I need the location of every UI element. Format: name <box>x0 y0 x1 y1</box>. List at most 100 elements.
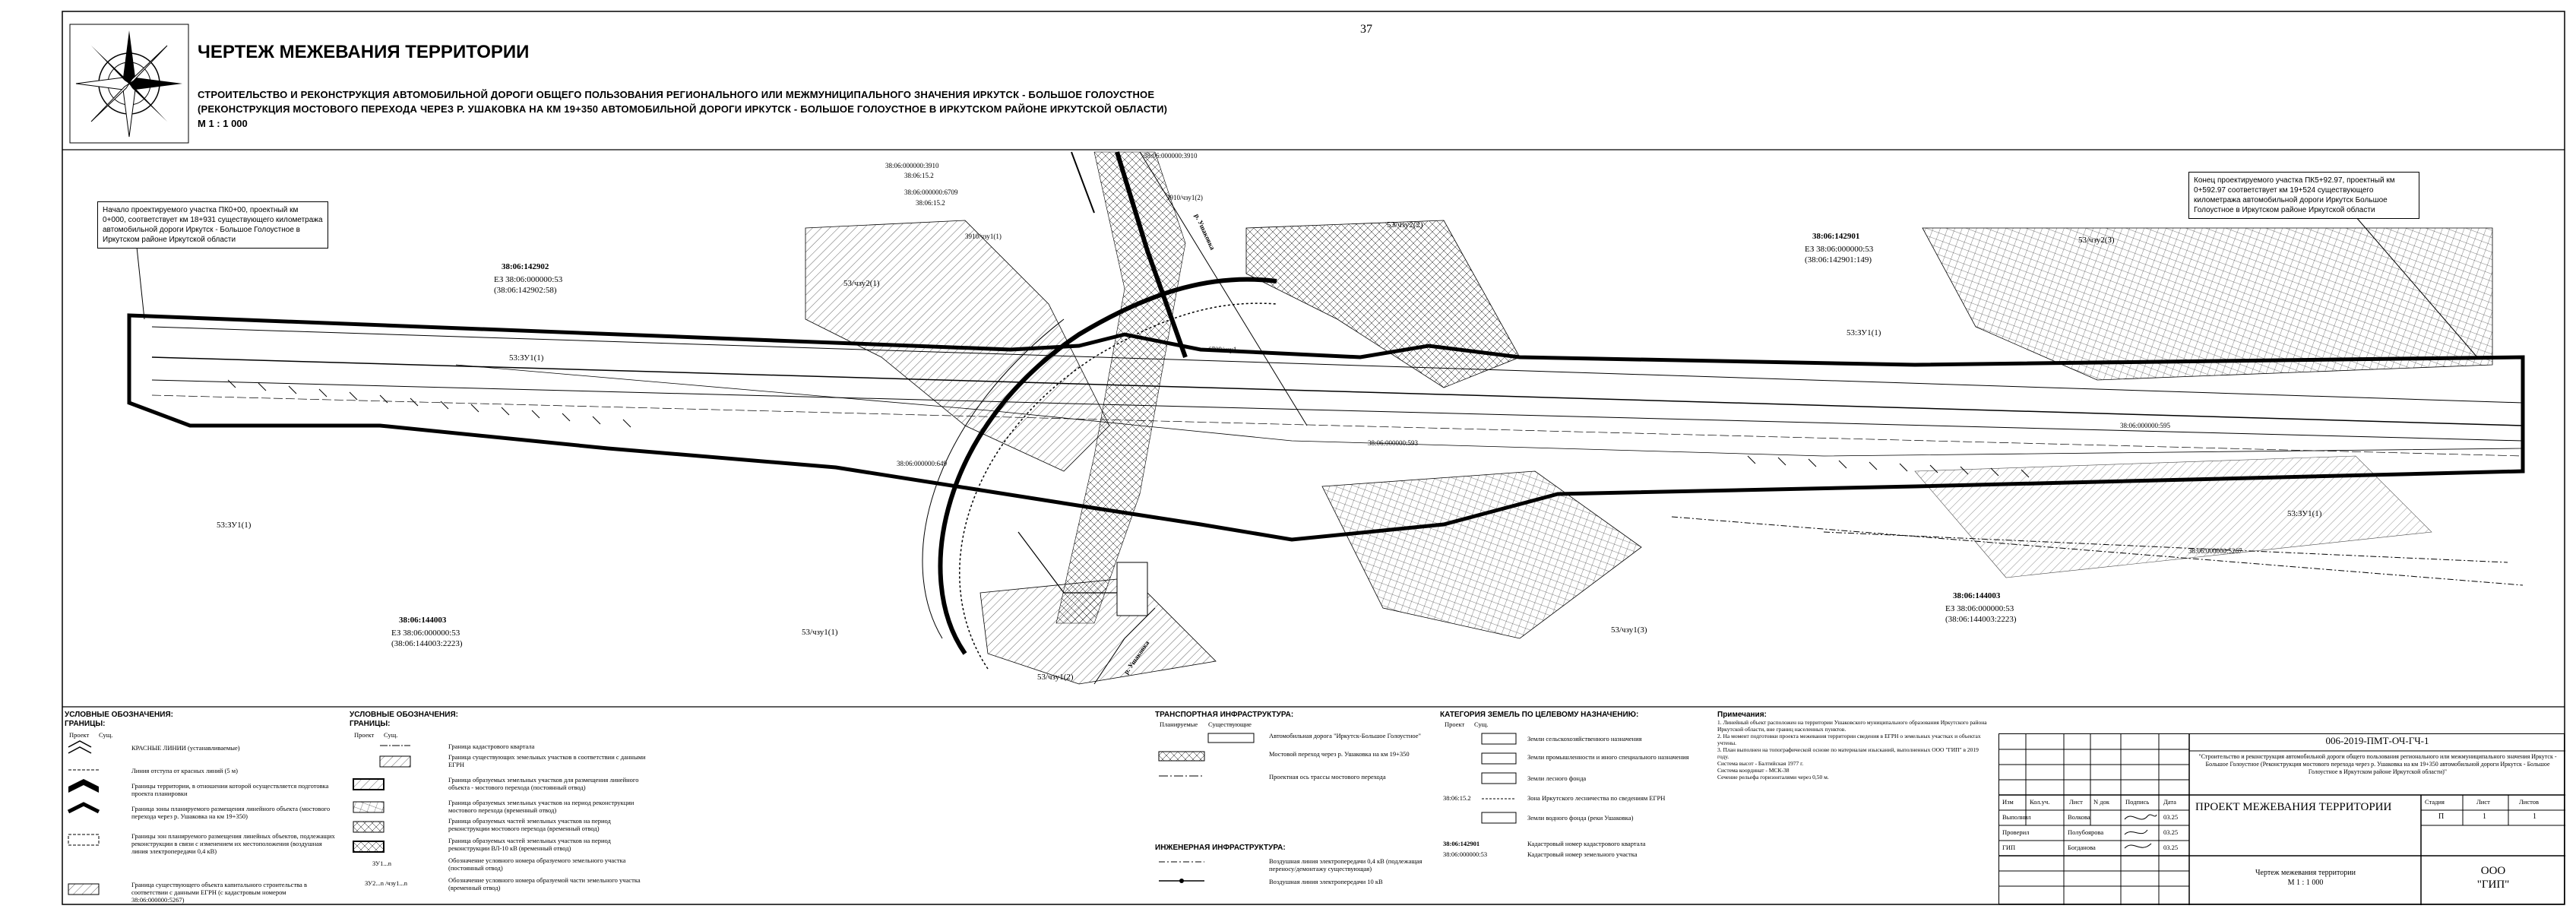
legend4-item-0: Земли сельскохозяйственного назначения <box>1527 735 1642 743</box>
legend3-col2: Существующие <box>1208 720 1252 728</box>
legend2-item-3: Граница образуемых земельных участков на… <box>448 799 635 814</box>
stamp-r1-date: 03.25 <box>2163 813 2179 821</box>
top-label-5: 3910/чзу1(1) <box>965 233 1002 240</box>
legend-infrastructure: ТРАНСПОРТНАЯ ИНФРАСТРУКТУРА: Планируемые… <box>1155 711 1436 902</box>
zu-label-left: 53:ЗУ1(1) <box>509 353 544 363</box>
legend4-code-b: 38:06:000000:53 <box>1443 850 1488 858</box>
stamp-org-2: "ГИП" <box>2476 879 2510 891</box>
legend2-item-1: Граница существующих земельных участков … <box>448 753 646 768</box>
top-label-3: 38:06:000000:6709 <box>904 188 958 196</box>
legend2-title: УСЛОВНЫЕ ОБОЗНАЧЕНИЯ: <box>350 711 458 719</box>
legend3-item-1: Мостовой переход через р. Ушаковка на км… <box>1269 750 1410 758</box>
legend2-swatches <box>353 745 411 853</box>
legend1-item-0: КРАСНЫЕ ЛИНИИ (устанавливаемые) <box>131 744 240 752</box>
stamp-listov: 1 <box>2533 812 2536 821</box>
legend-land-category: КАТЕГОРИЯ ЗЕМЕЛЬ ПО ЦЕЛЕВОМУ НАЗНАЧЕНИЮ:… <box>1440 711 1714 902</box>
quarter-ez2-3: (38:06:144003:2223) <box>391 639 463 648</box>
legend2-code-2: ЗУ2...n /чзу1...n <box>365 879 408 887</box>
north-arrow-icon <box>69 24 189 144</box>
stamp-r1-name: Волкова <box>2068 813 2090 821</box>
zu-label-right: 53:ЗУ1(1) <box>1847 328 1881 337</box>
quarter-ez2-4: (38:06:144003:2223) <box>1945 615 2017 624</box>
stamp-r1-role: Выполнил <box>2002 813 2031 821</box>
stamp-r2-date: 03.25 <box>2163 828 2179 836</box>
legend2-sub: ГРАНИЦЫ: <box>350 720 391 728</box>
chzu-label-d: 53/чзу1(1) <box>802 628 838 637</box>
legend3-item-0: Автомобильная дорога "Иркутск-Большое Го… <box>1269 732 1422 739</box>
legend2-item-2: Граница образуемых земельных участков дл… <box>448 776 639 791</box>
note-1: 2. На момент подготовки проекта межевани… <box>1717 733 1981 746</box>
quarter-label-3: 38:06:144003 <box>399 616 447 625</box>
legend1-col1: Проект <box>69 731 90 739</box>
legend3-col1: Планируемые <box>1160 720 1198 728</box>
legend-boundaries-2: УСЛОВНЫЕ ОБОЗНАЧЕНИЯ: ГРАНИЦЫ: Проект Су… <box>350 711 653 902</box>
drawing-title: ЧЕРТЕЖ МЕЖЕВАНИЯ ТЕРРИТОРИИ <box>198 42 530 62</box>
stamp-h-kol: Кол.уч. <box>2030 798 2050 806</box>
stamp-r2-name: Полубоярова <box>2068 828 2104 836</box>
legend4-col2: Сущ. <box>1474 720 1489 728</box>
stamp-h-izm: Изм <box>2002 798 2014 806</box>
stamp-r3-name: Богданова <box>2068 844 2096 851</box>
legend1-swatches <box>67 740 100 895</box>
legend1-item-3: Граница зоны планируемого размещения лин… <box>131 805 331 820</box>
legend4-title: КАТЕГОРИЯ ЗЕМЕЛЬ ПО ЦЕЛЕВОМУ НАЗНАЧЕНИЮ: <box>1440 711 1639 719</box>
zu-label-right2: 53:ЗУ1(1) <box>2287 509 2322 518</box>
legend2-item-0: Граница кадастрового квартала <box>448 743 535 750</box>
zone-center-top <box>1245 220 1521 388</box>
quarter-ez-1: ЕЗ 38:06:000000:53 <box>494 275 563 284</box>
quarter-ez-3: ЕЗ 38:06:000000:53 <box>391 629 460 638</box>
callout-end: Конец проектируемого участка ПК5+92.97, … <box>2188 172 2419 219</box>
stamp-project: ПРОЕКТ МЕЖЕВАНИЯ ТЕРРИТОРИИ <box>2195 801 2392 813</box>
zu-label-left2: 53:ЗУ1(1) <box>217 521 252 530</box>
legend2-item-6: Обозначение условного номера образуемого… <box>448 857 626 872</box>
top-label-2: 38:06:15.2 <box>904 172 934 179</box>
quarter-label-1: 38:06:142902 <box>502 262 549 271</box>
notes-title: Примечания: <box>1717 711 1767 719</box>
stamp-h-stadia: Стадия <box>2425 798 2445 806</box>
stamp-h-list: Лист <box>2069 798 2083 806</box>
boundary-planned <box>127 313 2525 542</box>
title-stamp: 006-2019-ПМТ-ОЧ-ГЧ-1 "Строительство и ре… <box>1998 733 2565 905</box>
chzu-label-a: 53/чзу2(1) <box>843 279 880 288</box>
legend4-item-1: Земли промышленности и иного специальног… <box>1527 753 1689 761</box>
legend2-col1: Проект <box>354 731 375 739</box>
top-label-1: 38:06:000000:3910 <box>885 162 939 169</box>
stamp-sheet-scale: М 1 : 1 000 <box>2287 879 2324 887</box>
stamp-sheet-name: Чертеж межевания территории <box>2255 869 2356 877</box>
note-5: Сечение рельефа горизонталями через 0,50… <box>1717 774 1829 781</box>
chzu-label-b: 53/чзу2(2) <box>1387 220 1423 230</box>
legend3-swatches <box>1158 733 1255 883</box>
legend1-col2: Сущ. <box>99 731 113 739</box>
chzu-label-c: 53/чзу2(3) <box>2078 236 2115 245</box>
legend3-item2-1: Воздушная линия электропередачи 10 кВ <box>1269 878 1383 885</box>
stamp-h-listov: Листов <box>2519 798 2539 806</box>
quarter-ez2-2: (38:06:142901:149) <box>1805 255 1872 264</box>
legend1-item-1: Линия отступа от красных линий (5 м) <box>131 767 238 774</box>
legend2-item-5: Граница образуемых частей земельных учас… <box>448 837 611 852</box>
top-label-4: 38:06:15.2 <box>916 199 945 207</box>
zone-right-bottom <box>1914 455 2432 578</box>
stamp-org-1: ООО <box>2480 865 2506 877</box>
quarter-ez-4: ЕЗ 38:06:000000:53 <box>1945 604 2014 613</box>
legend4-code-b-text: Кадастровый номер земельного участка <box>1527 850 1638 858</box>
legend4-item-4: Земли водного фонда (реки Ушаковка) <box>1527 814 1634 822</box>
mid-label-3: 38:06:000000:595 <box>2120 422 2171 429</box>
zone-center-bottom <box>1321 470 1642 639</box>
legend1-item-4: Границы зон планируемого размещения лине… <box>131 832 335 855</box>
chzu-label-e: 53/чзу1(3) <box>1611 625 1647 635</box>
stamp-h-data: Дата <box>2163 798 2176 806</box>
stamp-r3-role: ГИП <box>2002 844 2016 851</box>
stamp-r3-date: 03.25 <box>2163 844 2179 851</box>
quarter-ez-2: ЕЗ 38:06:000000:53 <box>1805 245 1874 254</box>
stamp-desc: "Строительство и реконструкция автомобил… <box>2198 753 2557 775</box>
legend4-col1: Проект <box>1445 720 1465 728</box>
stamp-grid <box>1999 734 2565 905</box>
drawing-subtitle-1: СТРОИТЕЛЬСТВО И РЕКОНСТРУКЦИЯ АВТОМОБИЛЬ… <box>198 89 1155 100</box>
legend1-sub: ГРАНИЦЫ: <box>65 720 106 728</box>
top-label-7: 38:06:000000:3910 <box>1144 152 1198 160</box>
title-block: ЧЕРТЕЖ МЕЖЕВАНИЯ ТЕРРИТОРИИ СТРОИТЕЛЬСТВ… <box>198 42 1167 129</box>
legend2-code-1: ЗУ1...n <box>372 860 391 867</box>
